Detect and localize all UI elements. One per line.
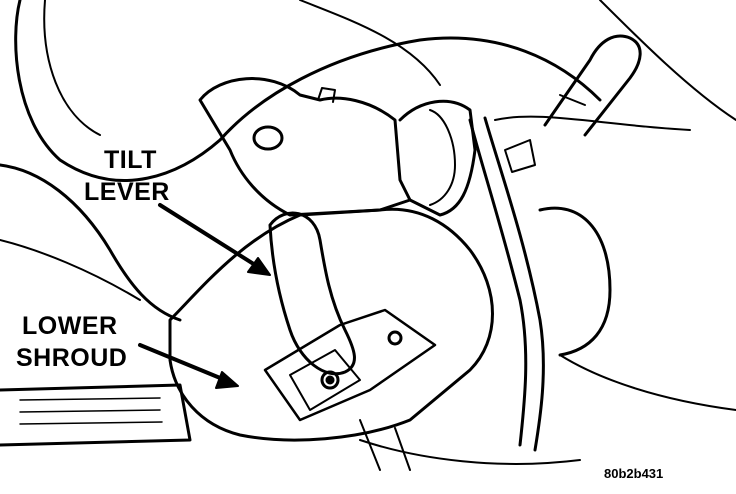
shroud-screw (320, 370, 340, 390)
right-dash (538, 206, 612, 357)
left-dash-trim (0, 383, 192, 447)
wire-harness-3 (494, 115, 691, 131)
multifunction-stalk (543, 34, 642, 137)
tilt-lever-label-line2: LEVER (84, 178, 170, 206)
left-dash-lower (0, 239, 141, 301)
tilt-lever-paddle (268, 211, 356, 376)
column-housing (198, 77, 412, 217)
tilt-lever-arrow-line (158, 203, 262, 270)
wire-connector (504, 139, 536, 173)
lower-shroud-label-line1: LOWER (22, 312, 118, 340)
lower-shroud-label-line2: SHROUD (16, 344, 128, 372)
dashboard-inner-arc (43, 0, 101, 136)
shroud-screw-head (325, 375, 335, 385)
dashboard-arc (14, 0, 602, 182)
tilt-lever-arrowhead (247, 257, 271, 276)
left-dash-panel (0, 163, 182, 322)
floor-bracket (359, 419, 411, 471)
lower-shroud-arrow-line (138, 343, 227, 382)
shroud-recess (263, 308, 437, 422)
dashboard-upper-edge (299, 0, 441, 86)
floor-line (359, 439, 581, 465)
wire-harness-2 (483, 116, 545, 452)
upper-screw (387, 330, 403, 346)
left-dash-vent (19, 397, 163, 425)
collar-ring (429, 109, 456, 206)
housing-hole (252, 125, 284, 151)
stalk-sleeve (559, 94, 586, 106)
housing-tab (317, 87, 336, 103)
shroud-inner-recess (289, 349, 361, 411)
dashboard-right-edge (599, 0, 736, 121)
figure-reference-code: 80b2b431 (604, 466, 664, 481)
tilt-lever-label-line1: TILT (104, 146, 157, 174)
column-collar (398, 99, 477, 217)
lower-shroud-arrowhead (215, 371, 239, 389)
wire-harness-1 (468, 118, 528, 447)
right-dash-lower (559, 354, 736, 411)
